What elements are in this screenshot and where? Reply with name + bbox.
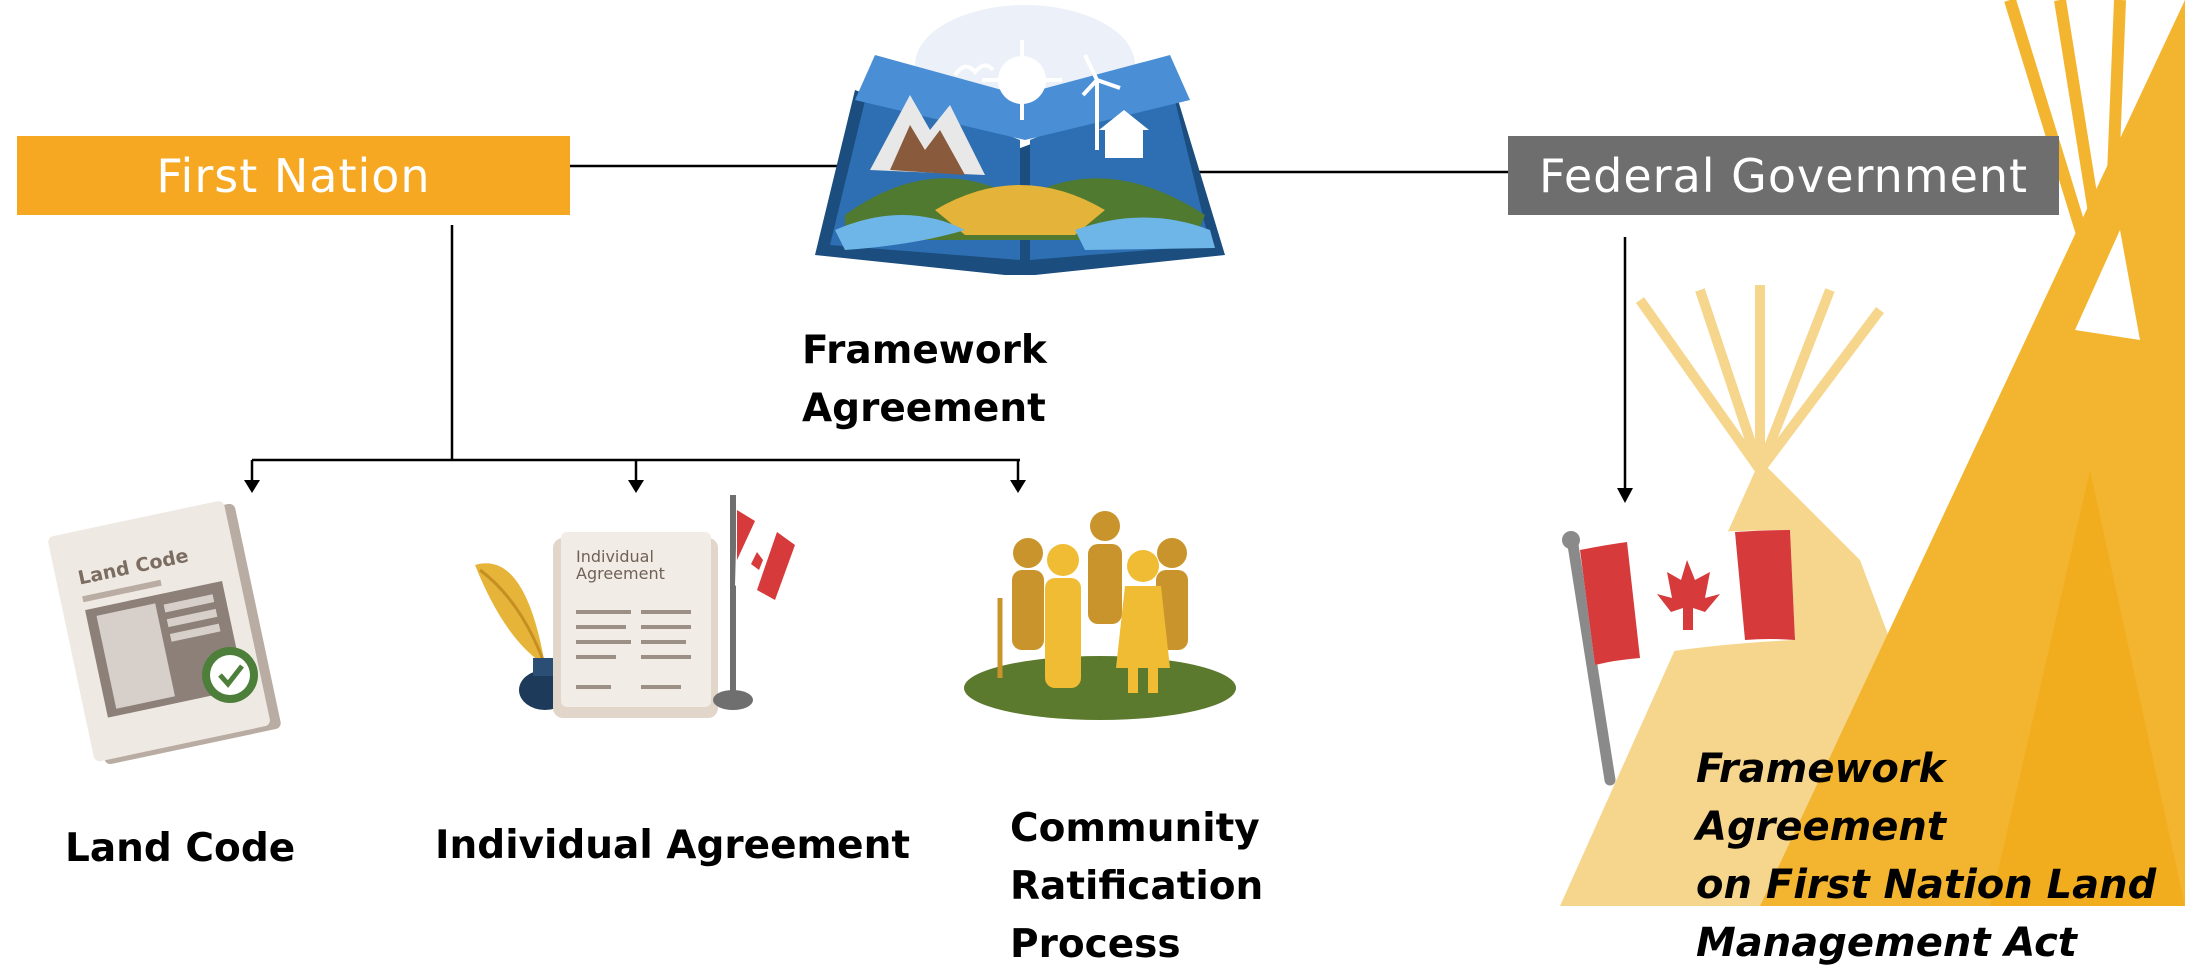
connector-lines [244,164,1633,503]
first-nation-box: First Nation [17,136,570,215]
act-label-line2: on First Nation Land [1696,862,2157,908]
scroll-title-line2: Agreement [576,564,665,583]
act-label-line3: Management Act [1696,920,2077,966]
arrow-to-community [1010,480,1026,493]
framework-agreement-label: Framework Agreement [802,328,1047,431]
framework-agreement-act-label: Framework Agreement on First Nation Land… [1696,740,2176,972]
arrow-to-land-code [244,480,260,493]
canada-flag-icon [1562,530,1795,786]
scroll-agreement-icon: Individual Agreement [475,495,795,718]
community-ratification-line1: Community [1010,806,1260,851]
open-book-landscape-icon [815,5,1225,275]
community-ratification-line2: Ratification Process [1010,864,1264,967]
arrow-to-flag [1617,488,1633,503]
teepee-background [1560,0,2185,906]
community-ratification-label: Community Ratification Process [1010,800,1430,974]
first-nation-label: First Nation [156,148,431,203]
individual-agreement-label: Individual Agreement [435,823,911,868]
land-code-document-icon: Land Code [48,501,281,765]
land-code-label: Land Code [65,826,296,871]
act-label-line1: Framework Agreement [1696,746,1946,850]
scroll-title-line1: Individual [576,547,654,566]
community-people-icon [964,511,1236,720]
arrow-to-individual-agreement [628,480,644,493]
federal-government-label: Federal Government [1538,148,2029,203]
federal-government-box: Federal Government [1508,136,2059,215]
